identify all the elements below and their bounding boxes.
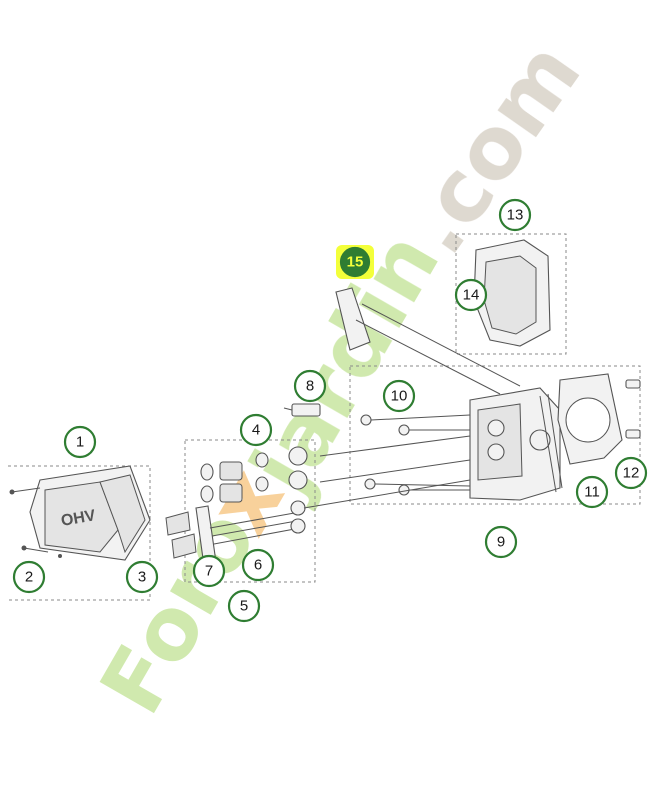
callout-13: 13 — [498, 198, 532, 232]
callout-5: 5 — [227, 589, 261, 623]
callout-15-highlighted: 15 — [336, 245, 374, 279]
svg-text:15: 15 — [347, 254, 364, 271]
valve-springs — [200, 446, 308, 534]
svg-text:1: 1 — [76, 434, 84, 451]
head-bolts — [360, 414, 471, 496]
manifold-gasket — [335, 287, 521, 395]
callout-3: 3 — [125, 560, 159, 594]
callout-12: 12 — [614, 456, 648, 490]
head-gasket — [557, 373, 623, 465]
watermark: Foro x jardin .com — [82, 24, 601, 730]
connection-lines — [303, 435, 471, 509]
svg-text:2: 2 — [25, 569, 33, 586]
callout-6: 6 — [241, 548, 275, 582]
callout-4: 4 — [239, 413, 273, 447]
callout-2: 2 — [12, 560, 46, 594]
svg-text:9: 9 — [497, 534, 505, 551]
cover-marking: OHV — [60, 507, 97, 530]
callout-9: 9 — [484, 525, 518, 559]
svg-text:4: 4 — [252, 422, 260, 439]
svg-text:8: 8 — [306, 378, 314, 395]
svg-text:13: 13 — [507, 207, 524, 224]
svg-text:11: 11 — [584, 484, 600, 501]
svg-text:10: 10 — [391, 388, 408, 405]
cylinder-head — [469, 387, 563, 501]
callout-14: 14 — [454, 278, 488, 312]
valve-cover: OHV — [29, 465, 151, 561]
svg-text:3: 3 — [138, 569, 146, 586]
push-rods — [209, 511, 303, 545]
svg-text:7: 7 — [205, 563, 213, 580]
svg-text:5: 5 — [240, 598, 248, 615]
callout-8: 8 — [293, 369, 327, 403]
rocker-arms — [165, 511, 197, 559]
callout-1: 1 — [63, 425, 97, 459]
watermark-text-4: .com — [385, 24, 600, 272]
callout-10: 10 — [382, 379, 416, 413]
svg-text:14: 14 — [463, 287, 480, 304]
callout-7: 7 — [192, 554, 226, 588]
svg-text:6: 6 — [254, 557, 262, 574]
dowel-pins — [625, 379, 641, 439]
spark-plug — [283, 403, 321, 417]
cover-bolts — [9, 487, 62, 558]
group-boxes — [8, 233, 641, 601]
callout-11: 11 — [575, 475, 609, 509]
head-shield — [473, 239, 551, 347]
svg-text:12: 12 — [623, 465, 640, 482]
